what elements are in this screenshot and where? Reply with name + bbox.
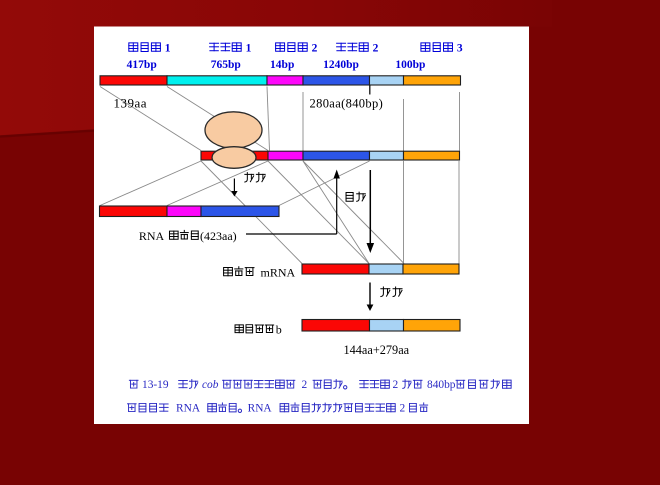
svg-text:1: 1 xyxy=(165,43,171,55)
svg-text:3: 3 xyxy=(457,43,463,55)
svg-text:2: 2 xyxy=(302,379,308,391)
svg-text:b: b xyxy=(276,323,282,337)
svg-text:RNA: RNA xyxy=(248,403,273,415)
svg-text:cob: cob xyxy=(202,379,219,391)
svg-text:RNA: RNA xyxy=(176,403,201,415)
svg-text:RNA: RNA xyxy=(139,229,165,243)
svg-text:(423aa): (423aa) xyxy=(200,229,237,243)
svg-text:2: 2 xyxy=(400,403,406,415)
svg-text:144aa+279aa: 144aa+279aa xyxy=(343,343,409,357)
svg-text:14bp: 14bp xyxy=(270,59,294,71)
svg-text:2: 2 xyxy=(312,43,318,55)
svg-text:2: 2 xyxy=(393,379,399,391)
svg-text:840bp: 840bp xyxy=(427,379,456,391)
svg-text:280aa(840bp): 280aa(840bp) xyxy=(310,97,384,111)
svg-text:139aa: 139aa xyxy=(114,96,148,111)
svg-text:417bp: 417bp xyxy=(127,59,157,71)
svg-text:1240bp: 1240bp xyxy=(323,59,359,71)
svg-text:100bp: 100bp xyxy=(395,59,425,71)
svg-text:765bp: 765bp xyxy=(211,59,241,71)
svg-text:2: 2 xyxy=(373,43,379,55)
svg-text:13-19: 13-19 xyxy=(142,379,169,391)
svg-text:mRNA: mRNA xyxy=(261,266,296,280)
svg-text:1: 1 xyxy=(246,43,252,55)
